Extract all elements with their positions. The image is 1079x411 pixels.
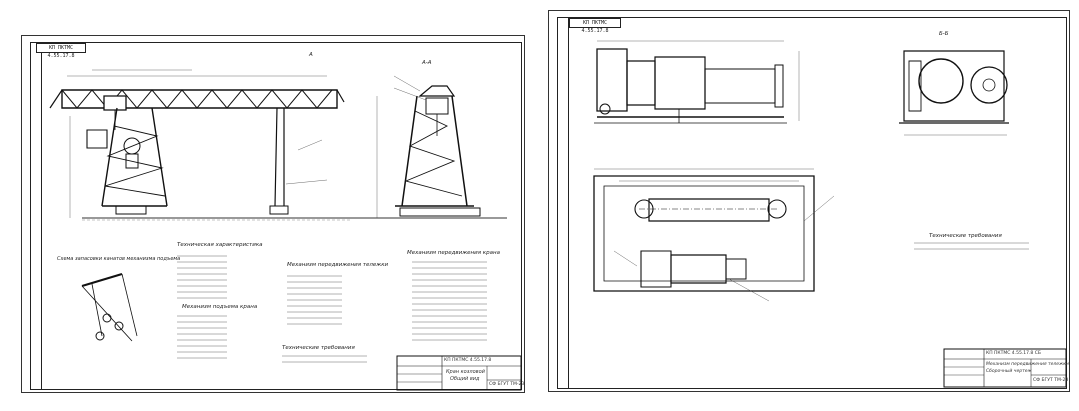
view-label: А <box>309 52 313 58</box>
drawing-sheet-crane: КП ПКТМС 4.55.17.8 <box>21 35 525 393</box>
binding-strip <box>31 43 42 389</box>
drawing-sheet-mechanism: КП ПКТМС 4.55.17.8 <box>548 10 1070 392</box>
trolley-travel-heading: Механизм передвижения тележки <box>287 262 389 268</box>
title-block-code: КП ПКТМС 4.55.17.8 СБ <box>986 351 1041 356</box>
title-block-code: КП ПКТМС 4.55.17.8 <box>444 358 492 363</box>
corner-stamp: КП ПКТМС 4.55.17.8 <box>569 18 621 34</box>
section-label: А-А <box>422 60 432 66</box>
spec-text-lines <box>22 36 526 394</box>
technical-requirements-heading: Технические требования <box>929 233 1002 239</box>
binding-strip <box>558 18 569 388</box>
crane-travel-heading: Механизм передвижения крана <box>407 250 500 256</box>
technical-requirements-heading: Технические требования <box>282 345 355 351</box>
title-block-footer: СФ БГУТ ТМ-23 <box>489 382 525 387</box>
reeving-scheme-caption: Схема запасовки канатов механизма подъем… <box>57 256 181 262</box>
title-block-name: Механизм передвижения тележки <box>986 362 1069 367</box>
title-block-name: Кран козловой <box>446 369 485 375</box>
section-label: Б-Б <box>939 31 949 37</box>
title-block-sub: Общий вид <box>450 376 480 382</box>
title-block-footer: СФ БГУТ ТМ-23 <box>1033 378 1069 383</box>
corner-stamp: КП ПКТМС 4.55.17.8 <box>36 43 86 59</box>
hoist-mechanism-heading: Механизм подъема крана <box>182 304 258 310</box>
mechanism-assembly-drawing <box>549 11 1071 393</box>
title-block-sub: Сборочный чертеж <box>986 369 1032 374</box>
sheet-frame <box>557 17 1067 389</box>
sheet-frame <box>30 42 522 390</box>
crane-elevation-drawing <box>22 36 526 394</box>
crane-specs-heading: Техническая характеристика <box>177 242 263 248</box>
